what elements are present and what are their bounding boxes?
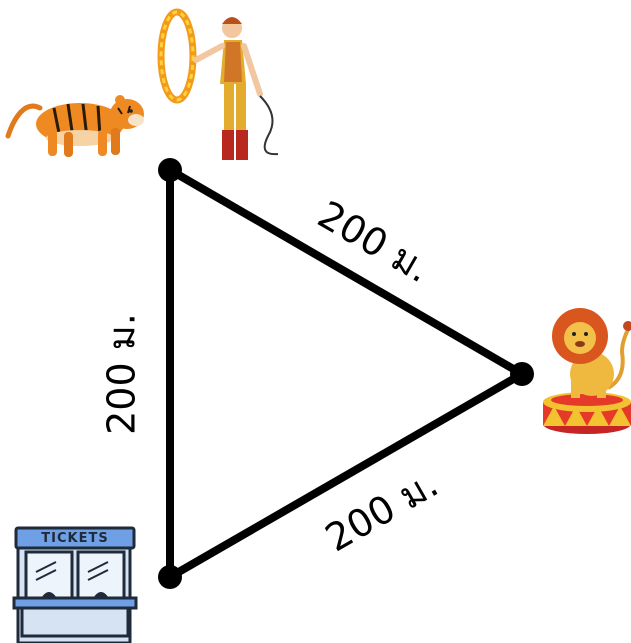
edge-label-left: 200 ม. [100, 313, 144, 435]
ringmaster-icon [157, 8, 279, 160]
vertex-top-left [158, 158, 182, 182]
edge-top-left-to-right [166, 166, 526, 378]
ticket-booth-icon: TICKETS [12, 526, 138, 643]
triangle [158, 158, 534, 589]
edge-label-top: 200 ม. [311, 192, 438, 291]
lion-icon [543, 308, 631, 434]
tiger-icon [5, 95, 144, 157]
edge-right-to-bottom-left [166, 370, 526, 581]
ticket-booth-sign: TICKETS [41, 531, 108, 546]
vertex-right [510, 362, 534, 386]
vertex-bottom-left [158, 565, 182, 589]
